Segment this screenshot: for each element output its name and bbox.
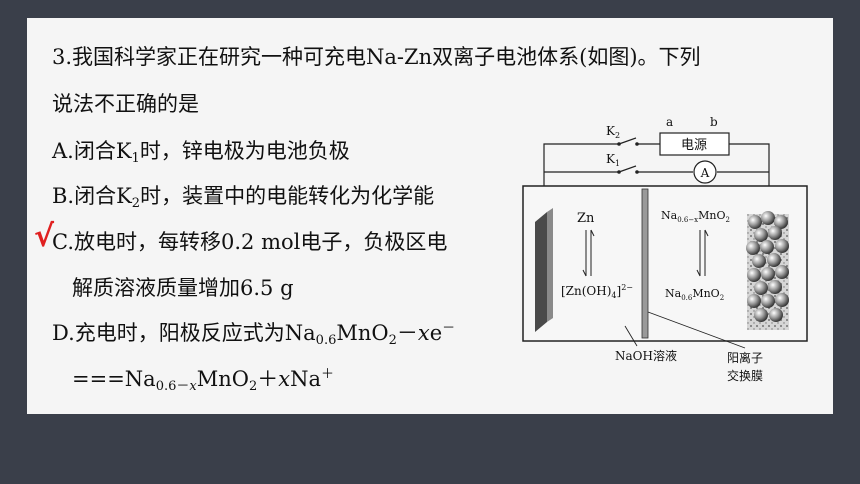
zincate-label: [Zn(OH)4]2−	[561, 283, 633, 300]
ammeter-label: A	[700, 166, 710, 180]
k1-label: K1	[606, 152, 620, 168]
membrane-label-line2: 交换膜	[727, 368, 763, 383]
question-stem-line2: 说法不正确的是	[52, 92, 199, 116]
naoh-solution-label: NaOH溶液	[615, 348, 677, 363]
membrane-label-line1: 阳离子	[727, 350, 763, 365]
option-c[interactable]: C.放电时，每转移0.2 mol电子，负极区电	[52, 230, 448, 254]
k2-label: K2	[606, 124, 620, 140]
electrode-particles	[746, 211, 789, 322]
k2-switch-contact	[617, 142, 621, 146]
question-stem-line1: 3.我国科学家正在研究一种可充电Na-Zn双离子电池体系(如图)。下列	[52, 45, 701, 69]
ammeter-icon	[693, 160, 717, 184]
terminal-a-label: a	[666, 115, 673, 129]
cation-exchange-membrane	[641, 188, 649, 339]
power-supply	[659, 132, 730, 156]
cathode-species-bottom: Na0.6MnO2	[665, 287, 724, 302]
option-b[interactable]: B.闭合K2时，装置中的电能转化为化学能	[52, 184, 435, 211]
power-supply-label: 电源	[681, 138, 707, 153]
zinc-electrode	[535, 212, 547, 332]
k2-switch-contact	[635, 142, 639, 146]
left-equilibrium-arrows	[582, 229, 595, 277]
zn-label: Zn	[577, 211, 595, 226]
k1-switch-contact	[617, 170, 621, 174]
cathode-species-top: Na0.6−xMnO2	[661, 209, 730, 224]
option-d-continued: ===Na0.6－xMnO2＋xNa＋	[72, 367, 335, 394]
option-d[interactable]: D.充电时，阳极反应式为Na0.6MnO2－xe－	[52, 321, 456, 348]
leader-lines	[624, 311, 746, 349]
terminal-b-label: b	[710, 115, 718, 129]
option-c-continued: 解质溶液质量增加6.5 g	[72, 276, 294, 300]
option-a[interactable]: A.闭合K1时，锌电极为电池负极	[52, 139, 350, 166]
battery-diagram: K2 K1 电源 a b A Zn	[522, 115, 808, 383]
correct-answer-check-icon: √	[34, 219, 55, 254]
right-equilibrium-arrows	[696, 229, 709, 277]
k1-switch-contact	[635, 170, 639, 174]
